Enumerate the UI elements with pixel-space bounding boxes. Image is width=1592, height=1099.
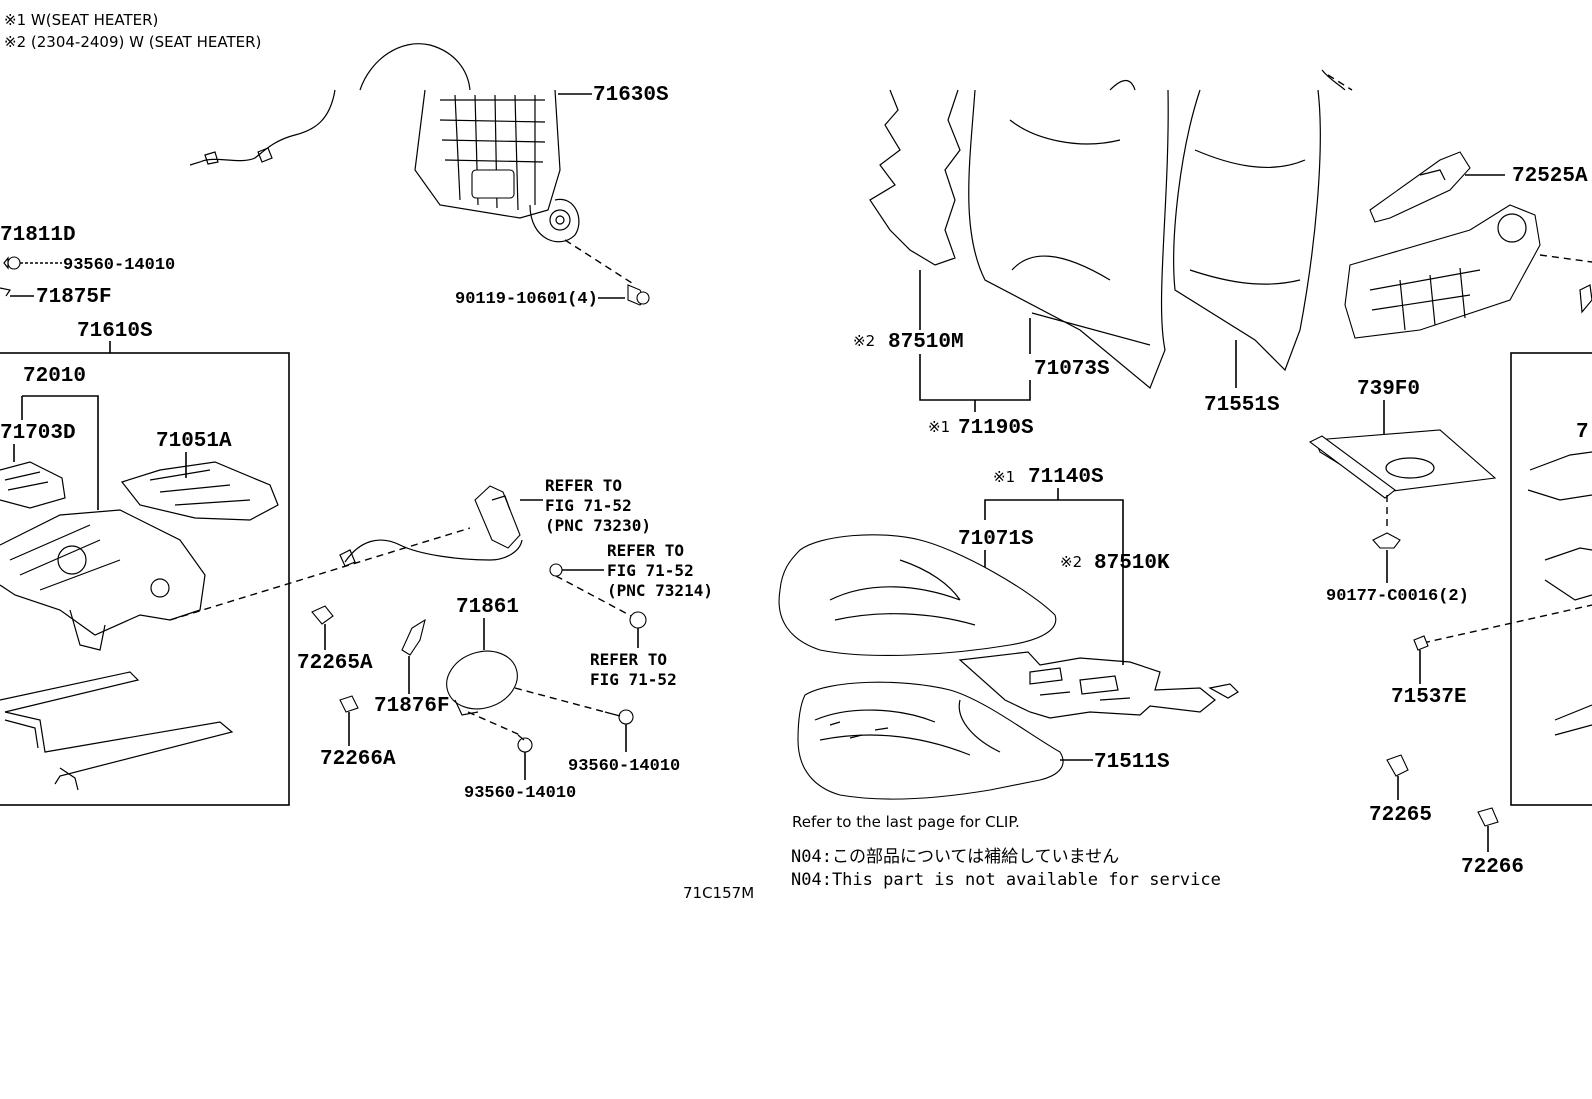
- screw-93560-b: [604, 709, 634, 725]
- label-71703D: 71703D: [0, 422, 76, 445]
- label-right-box-partial: 7: [1576, 421, 1589, 444]
- seatbelt-buckle-drawing: [339, 485, 523, 567]
- nut-fig-71-52: [629, 611, 647, 629]
- clip-93560-a: [3, 256, 21, 270]
- label-71511S: 71511S: [1094, 751, 1170, 774]
- lever-72525A-drawing: [1369, 151, 1471, 223]
- label-90119-10601: 90119-10601(4): [455, 290, 598, 309]
- mark-87510K: ※2: [1060, 553, 1082, 571]
- group-box-71610S: [0, 352, 290, 806]
- side-shield-drawing: [1344, 204, 1541, 339]
- label-71073S: 71073S: [1034, 358, 1110, 381]
- label-71875F: 71875F: [36, 286, 112, 309]
- seatback-pad-71551S-drawing: [1173, 69, 1346, 372]
- label-71140S: 71140S: [1028, 466, 1104, 489]
- ref-73214-line1: REFER TO: [607, 541, 684, 560]
- clip-72266: [1477, 807, 1499, 827]
- label-71811D: 71811D: [0, 224, 76, 247]
- label-72266: 72266: [1461, 856, 1524, 879]
- cover-739F0-drawing: [1308, 429, 1497, 499]
- right-box-frame-drawing: [1527, 451, 1592, 736]
- ref-73214-line3: (PNC 73214): [607, 581, 713, 600]
- clip-72265: [1386, 754, 1409, 777]
- cushion-pad-71511S-drawing: [797, 681, 1064, 800]
- cover-71861-drawing: [446, 650, 518, 716]
- label-93560-14010-c: 93560-14010: [464, 784, 576, 803]
- wire-harness-drawing: [189, 89, 336, 166]
- ref-73230-line2: FIG 71-52: [545, 496, 632, 515]
- clip-reference-note: Refer to the last page for CLIP.: [792, 813, 1020, 831]
- clip-72265A: [311, 605, 334, 625]
- label-87510M: 87510M: [888, 331, 964, 354]
- label-71190S: 71190S: [958, 417, 1034, 440]
- label-71051A: 71051A: [156, 430, 232, 453]
- seatback-heater-87510M-drawing: [869, 89, 961, 266]
- label-71551S: 71551S: [1204, 394, 1280, 417]
- label-71876F: 71876F: [374, 695, 450, 718]
- bracket-71876F: [401, 618, 426, 656]
- label-72525A: 72525A: [1512, 165, 1588, 188]
- legend-line-1: ※1 W(SEAT HEATER): [4, 11, 158, 29]
- label-739F0: 739F0: [1357, 378, 1420, 401]
- label-90177-C0016: 90177-C0016(2): [1326, 587, 1469, 606]
- label-93560-14010-a: 93560-14010: [63, 256, 175, 275]
- label-87510K: 87510K: [1094, 552, 1170, 575]
- label-72265: 72265: [1369, 804, 1432, 827]
- label-71610S: 71610S: [77, 320, 153, 343]
- ref-73214-line2: FIG 71-52: [607, 561, 694, 580]
- n04-note-en: N04:This part is not available for servi…: [791, 870, 1221, 890]
- mark-71140S: ※1: [993, 468, 1015, 486]
- seat-track-frame-drawing: [0, 461, 279, 791]
- label-72010: 72010: [23, 365, 86, 388]
- label-71537E: 71537E: [1391, 686, 1467, 709]
- mark-71190S: ※1: [928, 418, 950, 436]
- cushion-heater-87510K-drawing: [958, 651, 1239, 719]
- legend-line-2: ※2 (2304-2409) W (SEAT HEATER): [4, 33, 261, 51]
- group-box-right: [1510, 352, 1592, 806]
- seatback-frame-drawing: [359, 43, 580, 243]
- nut-73214: [549, 563, 563, 577]
- seatback-cover-71073S-drawing: [968, 80, 1169, 389]
- label-93560-14010-b: 93560-14010: [568, 757, 680, 776]
- bolt-90119: [627, 284, 650, 306]
- label-72266A: 72266A: [320, 748, 396, 771]
- ref-7152-line2: FIG 71-52: [590, 670, 677, 689]
- label-71071S: 71071S: [958, 528, 1034, 551]
- ref-73230-line3: (PNC 73230): [545, 516, 651, 535]
- ref-7152-line1: REFER TO: [590, 650, 667, 669]
- ref-73230-line1: REFER TO: [545, 476, 622, 495]
- n04-note-jp: N04:この部品については補給していません: [791, 847, 1119, 867]
- label-71630S: 71630S: [593, 84, 669, 107]
- screw-93560-c: [517, 734, 533, 753]
- mark-87510M: ※2: [853, 332, 875, 350]
- label-71861: 71861: [456, 596, 519, 619]
- clip-72266A: [339, 695, 359, 713]
- cushion-cover-71071S-drawing: [778, 534, 1057, 656]
- label-72265A: 72265A: [297, 652, 373, 675]
- clip-90177: [1372, 532, 1401, 549]
- figure-code: 71C157M: [683, 884, 754, 902]
